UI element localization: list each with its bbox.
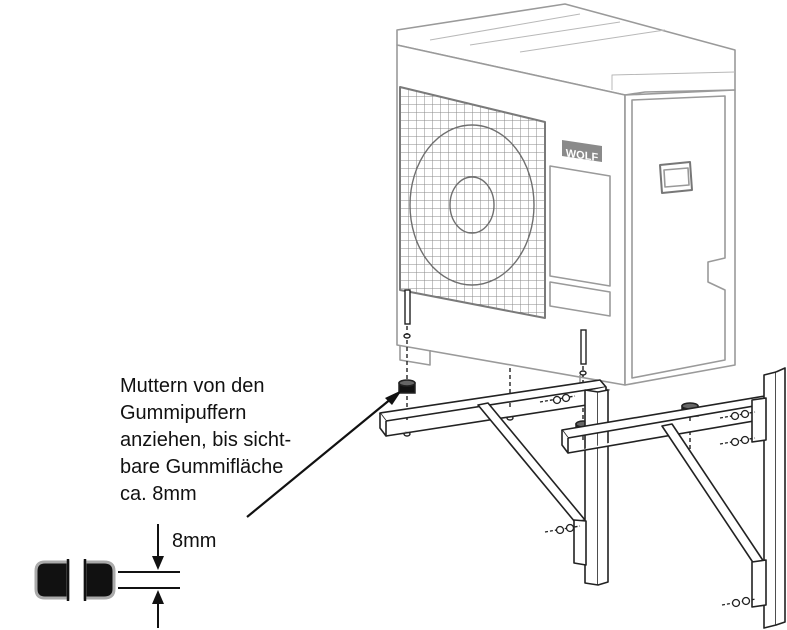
service-panel-top bbox=[549, 165, 611, 287]
unit-side-face bbox=[624, 89, 736, 386]
outdoor-unit bbox=[396, 3, 736, 391]
dimension-label: 8mm bbox=[172, 530, 217, 552]
fan-grille bbox=[399, 86, 546, 319]
right-bracket-strut bbox=[661, 423, 769, 571]
mounting-bolts bbox=[403, 289, 691, 456]
right-wall-bracket bbox=[561, 367, 786, 629]
left-bracket-strut bbox=[477, 402, 586, 523]
instruction-line: bare Gummifläche bbox=[120, 456, 284, 478]
instruction-text: Muttern von den Gummipuffern anziehen, b… bbox=[120, 373, 320, 508]
service-panel-bottom bbox=[549, 281, 611, 317]
brand-logo-text: WOLF bbox=[566, 148, 599, 165]
buffer-detail-left-half bbox=[34, 560, 70, 600]
side-handle bbox=[659, 161, 693, 194]
instruction-line: ca. 8mm bbox=[120, 483, 197, 505]
left-bracket-post bbox=[584, 389, 599, 586]
buffer-detail-right-half bbox=[83, 560, 116, 600]
brand-logo: WOLF bbox=[562, 140, 602, 164]
instruction-line: anziehen, bis sicht- bbox=[120, 429, 292, 451]
wall-screws bbox=[539, 393, 757, 608]
leader-arrow bbox=[246, 390, 402, 518]
left-wall-bracket bbox=[379, 379, 609, 586]
instruction-line: Muttern von den bbox=[120, 375, 265, 397]
buffer-detail bbox=[34, 524, 180, 628]
instruction-line: Gummipuffern bbox=[120, 402, 247, 424]
